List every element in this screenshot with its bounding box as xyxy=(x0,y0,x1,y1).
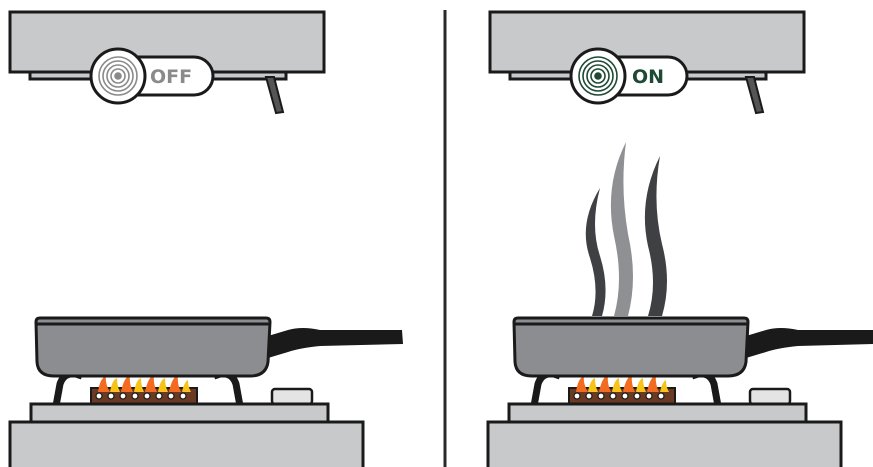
knob xyxy=(272,389,312,404)
panel-off: OFF xyxy=(10,12,403,467)
knob xyxy=(750,389,790,404)
hood-lever xyxy=(266,77,283,113)
frying-pan xyxy=(36,318,403,376)
steam-waves-icon xyxy=(586,142,667,316)
status-label-off: OFF xyxy=(150,66,192,88)
sensor-badge: OFF xyxy=(91,49,213,103)
pan-handle xyxy=(268,328,403,358)
status-label-on: ON xyxy=(632,66,664,88)
panel-on: ON xyxy=(488,12,873,467)
hood-lever xyxy=(746,77,763,113)
sensor-badge: ON xyxy=(571,49,687,103)
frying-pan xyxy=(514,318,873,376)
burner xyxy=(569,375,675,405)
burner xyxy=(91,375,197,405)
pan-handle xyxy=(746,328,873,358)
